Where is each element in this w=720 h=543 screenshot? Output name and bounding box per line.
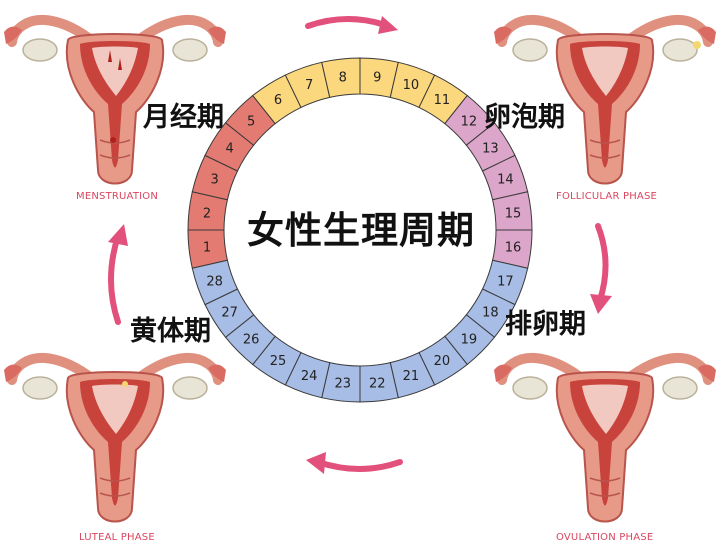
arrow-top bbox=[305, 16, 398, 34]
cycle-day-label: 9 bbox=[373, 70, 381, 85]
label-menstruation-cn: 月经期 bbox=[143, 102, 224, 133]
label-menstruation-en: MENSTRUATION bbox=[76, 191, 159, 202]
diagram-title: 女性生理周期 bbox=[247, 209, 475, 252]
cycle-day-segment bbox=[191, 259, 239, 306]
cycle-day-label: 2 bbox=[203, 206, 211, 221]
uterus-menstruation-illustration bbox=[4, 20, 226, 184]
uterus-luteal-illustration bbox=[4, 358, 226, 522]
uterus-follicular-illustration bbox=[494, 20, 716, 184]
cycle-arrows bbox=[108, 16, 612, 474]
cycle-day-label: 6 bbox=[274, 93, 282, 108]
cycle-day-label: 4 bbox=[225, 142, 233, 157]
label-ovulation-en: OVULATION PHASE bbox=[556, 532, 654, 543]
cycle-day-label: 22 bbox=[369, 377, 386, 392]
cycle-day-label: 13 bbox=[482, 142, 499, 157]
cycle-day-label: 26 bbox=[243, 332, 260, 347]
label-follicular-cn: 卵泡期 bbox=[484, 102, 565, 133]
cycle-day-label: 25 bbox=[270, 354, 287, 369]
cycle-day-label: 20 bbox=[434, 354, 451, 369]
cycle-day-label: 12 bbox=[461, 115, 478, 130]
cycle-day-label: 24 bbox=[301, 369, 318, 384]
cycle-day-label: 19 bbox=[461, 332, 478, 347]
uterus-ovulation-illustration bbox=[494, 358, 716, 522]
cycle-day-label: 18 bbox=[482, 305, 499, 320]
cycle-day-label: 28 bbox=[206, 274, 223, 289]
cycle-day-label: 10 bbox=[403, 78, 420, 93]
cycle-day-label: 27 bbox=[221, 305, 238, 320]
cycle-day-label: 3 bbox=[211, 173, 219, 188]
label-luteal-cn: 黄体期 bbox=[130, 316, 211, 347]
cycle-day-label: 23 bbox=[334, 377, 351, 392]
cycle-day-label: 8 bbox=[339, 70, 347, 85]
label-luteal-en: LUTEAL PHASE bbox=[79, 532, 155, 543]
cycle-day-label: 21 bbox=[403, 369, 420, 384]
cycle-day-label: 11 bbox=[434, 93, 451, 108]
arrow-right bbox=[590, 223, 612, 314]
cycle-day-label: 17 bbox=[497, 274, 514, 289]
cycle-day-label: 14 bbox=[497, 173, 514, 188]
cycle-day-label: 15 bbox=[505, 206, 522, 221]
cycle-day-label: 1 bbox=[203, 241, 211, 256]
label-follicular-en: FOLLICULAR PHASE bbox=[556, 191, 658, 202]
arrow-bottom bbox=[306, 452, 403, 474]
cycle-day-label: 5 bbox=[247, 115, 255, 130]
label-ovulation-cn: 排卵期 bbox=[505, 309, 586, 340]
cycle-day-label: 16 bbox=[505, 241, 522, 256]
cycle-day-label: 7 bbox=[305, 78, 313, 93]
arrow-left bbox=[108, 224, 128, 325]
